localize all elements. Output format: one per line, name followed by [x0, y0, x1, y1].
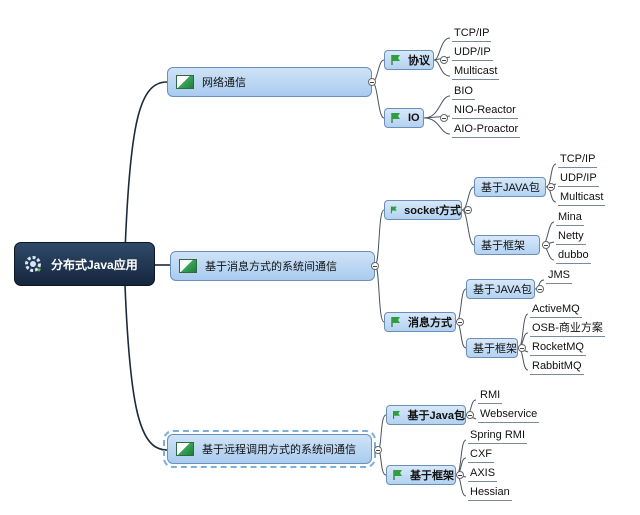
leaf-item[interactable]: Webservice	[478, 407, 540, 423]
topic-messaging-label: 基于消息方式的系统间通信	[205, 261, 337, 273]
leaf-item[interactable]: AIO-Proactor	[452, 122, 521, 138]
subtopic-io[interactable]: IO	[384, 108, 424, 128]
connector-root-rpc	[124, 284, 168, 451]
node-message-framework[interactable]: 基于框架	[466, 338, 518, 358]
flag-icon	[390, 206, 397, 214]
subtopic-rpc-framework[interactable]: 基于框架	[386, 465, 456, 485]
leaf-item[interactable]: UDP/IP	[452, 45, 493, 61]
leaf-item[interactable]: JMS	[546, 268, 572, 284]
collapse-toggle-socket[interactable]	[464, 206, 472, 214]
leaf-item[interactable]: CXF	[468, 447, 494, 463]
collapse-toggle-message[interactable]	[456, 318, 464, 326]
collapse-toggle-network[interactable]	[368, 78, 376, 86]
leaf-item[interactable]: OSB-商业方案	[530, 321, 605, 337]
leaf-item[interactable]: Netty	[556, 229, 586, 245]
root-topic-label: 分布式Java应用	[51, 257, 138, 272]
leaf-item[interactable]: TCP/IP	[452, 26, 492, 42]
node-socket-framework-label: 基于框架	[481, 240, 525, 252]
leaf-item[interactable]: Hessian	[468, 485, 512, 501]
chart-icon	[176, 75, 194, 89]
collapse-toggle-io[interactable]	[440, 114, 448, 122]
leaf-item[interactable]: Mina	[556, 210, 584, 226]
connector-root-network	[124, 81, 168, 253]
leaf-item[interactable]: Multicast	[452, 64, 500, 80]
node-socket-framework[interactable]: 基于框架	[474, 235, 540, 255]
leaf-item[interactable]: ActiveMQ	[530, 302, 582, 318]
leaf-item[interactable]: BIO	[452, 84, 475, 100]
topic-messaging[interactable]: 基于消息方式的系统间通信	[170, 251, 375, 281]
root-topic[interactable]: 分布式Java应用	[14, 242, 155, 286]
node-socket-java-label: 基于JAVA包	[481, 182, 540, 194]
leaf-item[interactable]: AXIS	[468, 466, 498, 482]
node-message-framework-label: 基于框架	[473, 343, 517, 355]
collapse-toggle-socket-java[interactable]	[547, 183, 555, 191]
topic-rpc[interactable]: 基于远程调用方式的系统间通信	[163, 430, 376, 468]
topic-network-label: 网络通信	[202, 77, 246, 89]
leaf-item[interactable]: TCP/IP	[558, 152, 598, 168]
node-message-java[interactable]: 基于JAVA包	[466, 279, 535, 299]
collapse-toggle-rpc-framework[interactable]	[456, 471, 464, 479]
topic-network[interactable]: 网络通信	[167, 67, 372, 97]
subtopic-socket[interactable]: socket方式	[384, 200, 462, 220]
flag-icon	[391, 317, 400, 327]
flag-icon	[391, 113, 400, 123]
leaf-item[interactable]: UDP/IP	[558, 171, 599, 187]
topic-rpc-label: 基于远程调用方式的系统间通信	[202, 444, 356, 456]
subtopic-protocol[interactable]: 协议	[384, 50, 434, 70]
subtopic-io-label: IO	[408, 112, 420, 124]
chart-icon	[179, 259, 197, 273]
flag-icon	[393, 470, 402, 480]
flag-icon	[393, 411, 400, 419]
subtopic-protocol-label: 协议	[408, 55, 430, 67]
chart-icon	[176, 442, 194, 456]
collapse-toggle-protocol[interactable]	[440, 56, 448, 64]
subtopic-message-label: 消息方式	[408, 317, 452, 329]
leaf-item[interactable]: NIO-Reactor	[452, 103, 518, 119]
collapse-toggle-messaging[interactable]	[371, 262, 379, 270]
leaf-item[interactable]: RocketMQ	[530, 340, 586, 356]
collapse-toggle-socket-framework[interactable]	[542, 241, 550, 249]
subtopic-message[interactable]: 消息方式	[384, 312, 456, 332]
collapse-toggle-message-framework[interactable]	[518, 344, 526, 352]
node-socket-java[interactable]: 基于JAVA包	[474, 177, 546, 197]
subtopic-socket-label: socket方式	[404, 205, 461, 217]
leaf-item[interactable]: Multicast	[558, 190, 606, 206]
subtopic-rpc-java[interactable]: 基于Java包	[386, 405, 466, 425]
gear-icon	[25, 256, 41, 272]
leaf-item[interactable]: Spring RMI	[468, 428, 528, 444]
collapse-toggle-rpc[interactable]	[374, 446, 382, 454]
leaf-item[interactable]: RabbitMQ	[530, 359, 584, 375]
subtopic-rpc-java-label: 基于Java包	[407, 410, 465, 422]
leaf-item[interactable]: RMI	[478, 388, 503, 404]
flag-icon	[391, 55, 400, 65]
leaf-item[interactable]: dubbo	[556, 248, 591, 264]
collapse-toggle-rpc-java[interactable]	[466, 411, 474, 419]
subtopic-rpc-framework-label: 基于框架	[410, 470, 454, 482]
node-message-java-label: 基于JAVA包	[473, 284, 532, 296]
collapse-toggle-message-java[interactable]	[536, 285, 544, 293]
